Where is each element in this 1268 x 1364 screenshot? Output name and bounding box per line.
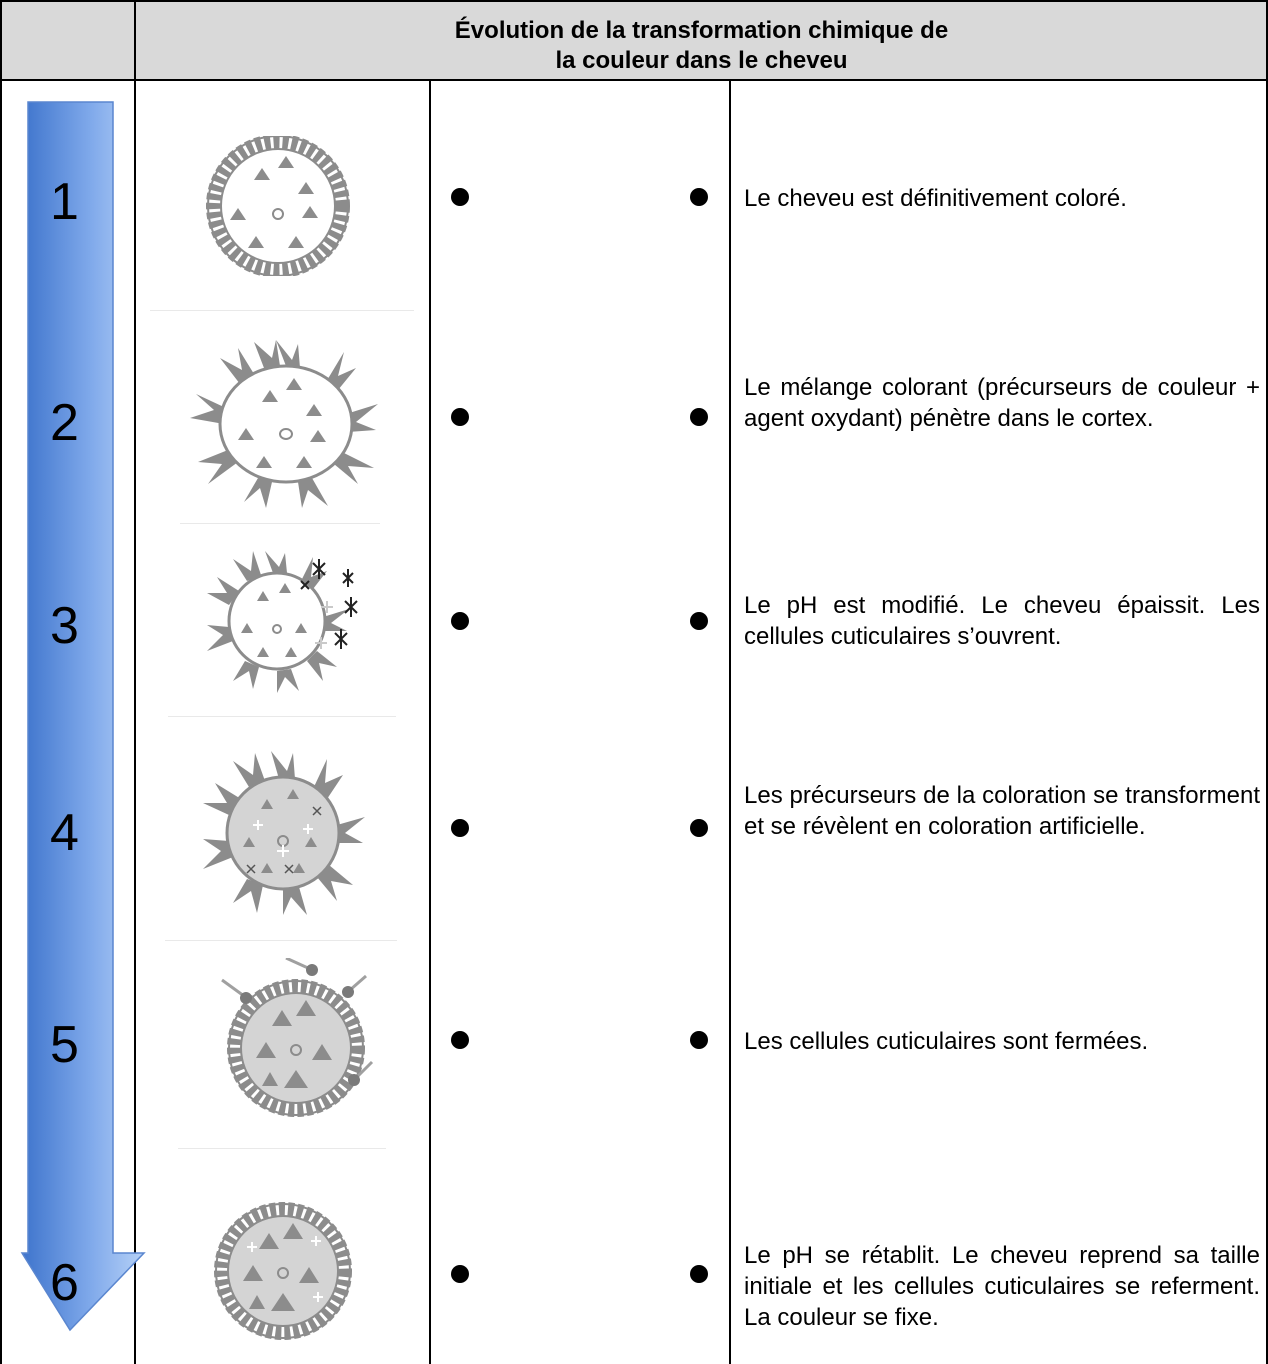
image-separator [178, 1148, 386, 1149]
image-separator [180, 523, 380, 524]
match-dot-left-1[interactable] [451, 188, 469, 206]
hair-sparkle-icon [207, 551, 358, 693]
image-separator [168, 716, 396, 717]
step-number-1: 1 [50, 173, 79, 231]
match-dot-right-1[interactable] [690, 188, 708, 206]
match-dot-left-6[interactable] [451, 1265, 469, 1283]
title-line-1: Évolution de la transformation chimique … [454, 17, 949, 44]
step-number-2: 2 [50, 394, 79, 452]
table-right-border [1266, 0, 1268, 1364]
hair-closed-icon [206, 136, 350, 276]
hair-pins-icon [221, 958, 374, 1117]
step-description-3: Le pH est modifié. Le cheveu épaissit. L… [744, 592, 1260, 650]
page-title: Évolution de la transformation chimique … [135, 16, 1268, 76]
step-number-6: 6 [50, 1254, 79, 1312]
image-separator [165, 940, 397, 941]
header-title-cell [135, 0, 1268, 80]
image-separator [150, 310, 414, 311]
match-dot-right-3[interactable] [690, 612, 708, 630]
step-description-5: Les cellules cuticulaires sont fermées. [744, 1028, 1149, 1055]
hair-filled-spiky-icon [203, 751, 365, 915]
match-dot-left-4[interactable] [451, 819, 469, 837]
table-left-border [0, 0, 2, 1364]
step-description-2: Le mélange colorant (précurseurs de coul… [744, 374, 1260, 432]
match-dot-right-2[interactable] [690, 408, 708, 426]
match-dot-left-5[interactable] [451, 1031, 469, 1049]
step-description-1: Le cheveu est définitivement coloré. [744, 185, 1127, 212]
match-dot-right-6[interactable] [690, 1265, 708, 1283]
step-number-3: 3 [50, 597, 79, 655]
step-number-5: 5 [50, 1016, 79, 1074]
arrow-column-border [134, 0, 136, 1364]
step-description-6: Le pH se rétablit. Le cheveu reprend sa … [744, 1242, 1260, 1331]
down-arrow-icon [20, 101, 146, 1332]
title-line-2: la couleur dans le cheveu [555, 47, 848, 74]
hair-spiky-icon [190, 340, 378, 508]
hair-filled-closed-icon [214, 1202, 352, 1340]
match-dot-left-3[interactable] [451, 612, 469, 630]
header-bottom-border [0, 79, 1268, 81]
match-dot-right-4[interactable] [690, 819, 708, 837]
match-dot-right-5[interactable] [690, 1031, 708, 1049]
step-number-4: 4 [50, 804, 79, 862]
match-dot-left-2[interactable] [451, 408, 469, 426]
match-column-border [729, 80, 731, 1364]
header-corner-cell [0, 0, 135, 80]
image-column-border [429, 80, 431, 1364]
step-description-4: Les précurseurs de la coloration se tran… [744, 782, 1260, 840]
table-top-border [0, 0, 1268, 2]
